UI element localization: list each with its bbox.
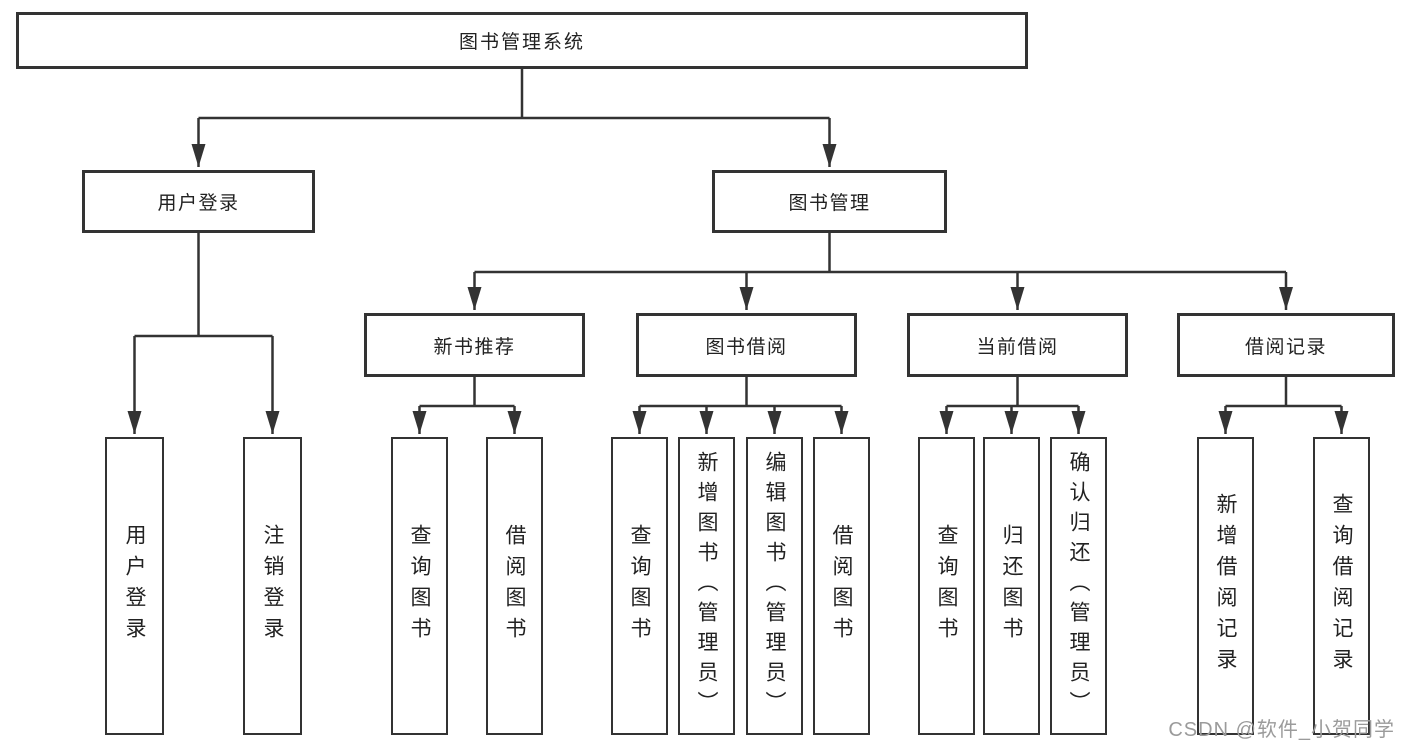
leaf-logout: 注销登录 — [243, 437, 302, 735]
connector-new-book-recommend-children — [412, 377, 522, 434]
node-borrow-records: 借阅记录 — [1177, 313, 1395, 377]
leaf-edit-book-admin: 编辑图书（管理员） — [746, 437, 803, 735]
node-label: 新增图书（管理员） — [695, 451, 718, 721]
connector-root-to-level2 — [191, 69, 837, 167]
connector-current-borrowing-children — [939, 377, 1086, 434]
leaf-borrow-books-borrowing: 借阅图书 — [813, 437, 870, 735]
leaf-return-books: 归还图书 — [983, 437, 1040, 735]
leaf-add-borrow-record: 新增借阅记录 — [1197, 437, 1254, 735]
connector-borrow-records-children — [1218, 377, 1349, 434]
leaf-query-borrow-record: 查询借阅记录 — [1313, 437, 1370, 735]
node-label: 查询图书 — [628, 524, 651, 648]
connector-user-login-children — [127, 233, 280, 434]
node-label: 确认归还（管理员） — [1067, 451, 1090, 721]
node-new-book-recommend: 新书推荐 — [364, 313, 585, 377]
node-label: 查询图书 — [935, 524, 958, 648]
node-label: 图书借阅 — [705, 336, 788, 358]
node-label: 归还图书 — [1000, 524, 1023, 648]
node-current-borrowing: 当前借阅 — [907, 313, 1128, 377]
node-label: 新书推荐 — [433, 336, 516, 358]
node-label: 注销登录 — [261, 524, 284, 648]
node-user-login-group: 用户登录 — [82, 170, 315, 233]
leaf-query-books-recommend: 查询图书 — [391, 437, 448, 735]
node-label: 查询图书 — [408, 524, 431, 648]
leaf-user-login: 用户登录 — [105, 437, 164, 735]
node-label: 借阅图书 — [503, 524, 526, 648]
node-label: 借阅图书 — [830, 524, 853, 648]
leaf-borrow-books-recommend: 借阅图书 — [486, 437, 543, 735]
node-label: 图书管理系统 — [458, 32, 585, 53]
leaf-confirm-return-admin: 确认归还（管理员） — [1050, 437, 1107, 735]
leaf-query-books-current: 查询图书 — [918, 437, 975, 735]
leaf-add-book-admin: 新增图书（管理员） — [678, 437, 735, 735]
node-label: 用户登录 — [157, 193, 240, 214]
node-label: 图书管理 — [788, 193, 871, 214]
connector-book-management-children — [467, 233, 1293, 310]
node-label: 新增借阅记录 — [1214, 493, 1237, 679]
node-book-management: 图书管理 — [712, 170, 947, 233]
node-label: 查询借阅记录 — [1330, 493, 1353, 679]
node-book-borrowing: 图书借阅 — [636, 313, 857, 377]
watermark-csdn: CSDN @软件_小贺同学 — [1168, 719, 1395, 741]
node-label: 编辑图书（管理员） — [763, 451, 786, 721]
node-label: 用户登录 — [123, 524, 146, 648]
leaf-query-books-borrowing: 查询图书 — [611, 437, 668, 735]
node-label: 借阅记录 — [1244, 336, 1327, 358]
node-library-system: 图书管理系统 — [16, 12, 1028, 69]
node-label: 当前借阅 — [976, 336, 1059, 358]
connector-book-borrowing-children — [632, 377, 849, 434]
